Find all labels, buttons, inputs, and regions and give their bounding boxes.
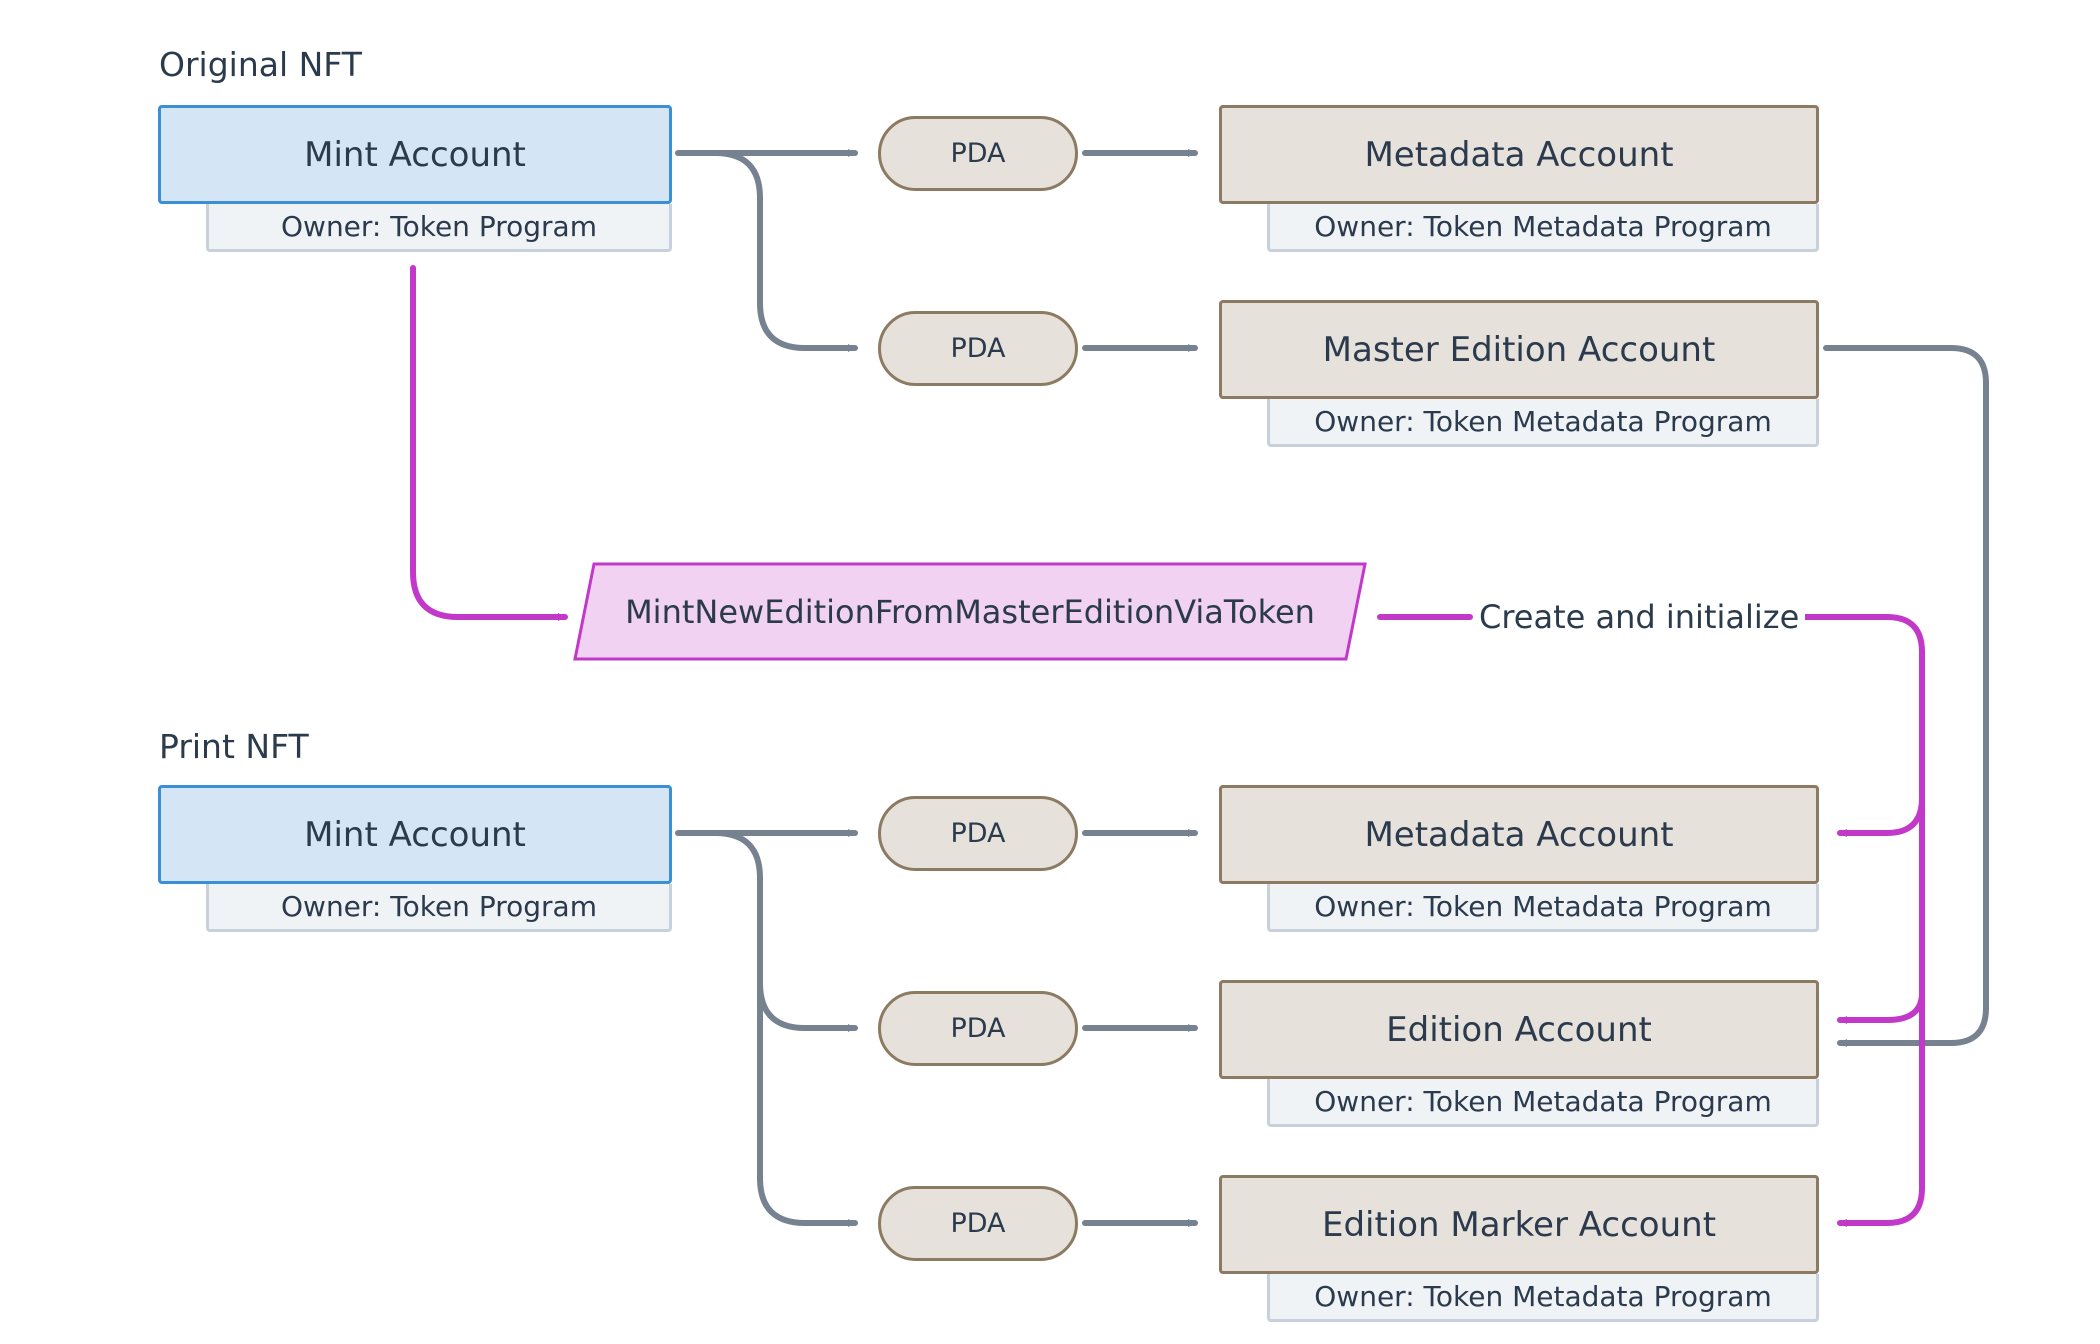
master-edition-owner: Owner: Token Metadata Program [1267,399,1819,447]
instruction-node: MintNewEditionFromMasterEditionViaToken [575,564,1365,659]
edition-marker-owner: Owner: Token Metadata Program [1267,1274,1819,1322]
print-pda-3-label: PDA [950,1208,1006,1239]
print-metadata-owner: Owner: Token Metadata Program [1267,884,1819,932]
print-pda-3: PDA [878,1186,1078,1261]
print-mint-owner: Owner: Token Program [206,884,672,932]
edge-mint-to-instruction [410,265,568,621]
master-edition-account: Master Edition Account [1219,300,1819,399]
edge-orig-mint-pda2 [712,150,858,352]
print-pda-2: PDA [878,991,1078,1066]
original-mint-account: Mint Account [158,105,672,204]
print-mint-account: Mint Account [158,785,672,884]
original-mint-account-label: Mint Account [304,134,526,175]
original-pda-1: PDA [878,116,1078,191]
edition-owner: Owner: Token Metadata Program [1267,1079,1819,1127]
edge-create-initialize-trunk [1792,614,1925,1227]
print-pda-2-label: PDA [950,1013,1006,1044]
print-nft-title: Print NFT [159,727,309,766]
print-mint-account-label: Mint Account [304,814,526,855]
original-mint-owner-label: Owner: Token Program [281,210,597,243]
master-edition-owner-label: Owner: Token Metadata Program [1314,405,1772,438]
instruction-shape [573,562,1367,661]
print-metadata-account: Metadata Account [1219,785,1819,884]
print-metadata-account-label: Metadata Account [1364,814,1674,855]
original-mint-owner: Owner: Token Program [206,204,672,252]
create-and-initialize-label: Create and initialize [1473,598,1806,636]
print-mint-owner-label: Owner: Token Program [281,890,597,923]
original-nft-title: Original NFT [159,45,362,84]
edge-master-edition-to-edition [1823,345,1989,1047]
edition-account: Edition Account [1219,980,1819,1079]
original-metadata-account: Metadata Account [1219,105,1819,204]
instruction-label: MintNewEditionFromMasterEditionViaToken [625,592,1315,631]
master-edition-account-label: Master Edition Account [1322,329,1716,370]
print-pda-1-label: PDA [950,818,1006,849]
edition-marker-account-label: Edition Marker Account [1321,1204,1717,1245]
edge-create-to-metadata [1837,795,1925,837]
edition-marker-account: Edition Marker Account [1219,1175,1819,1274]
original-pda-2-label: PDA [950,333,1006,364]
original-pda-1-label: PDA [950,138,1006,169]
original-metadata-account-label: Metadata Account [1364,134,1674,175]
edition-account-label: Edition Account [1386,1009,1652,1050]
print-metadata-owner-label: Owner: Token Metadata Program [1314,890,1772,923]
original-pda-2: PDA [878,311,1078,386]
original-metadata-owner-label: Owner: Token Metadata Program [1314,210,1772,243]
original-metadata-owner: Owner: Token Metadata Program [1267,204,1819,252]
edge-print-mint-pda2 [712,830,858,1032]
edition-marker-owner-label: Owner: Token Metadata Program [1314,1280,1772,1313]
edition-owner-label: Owner: Token Metadata Program [1314,1085,1772,1118]
edge-print-mint-pda3 [757,980,858,1227]
print-pda-1: PDA [878,796,1078,871]
edge-create-to-edition [1837,990,1925,1024]
